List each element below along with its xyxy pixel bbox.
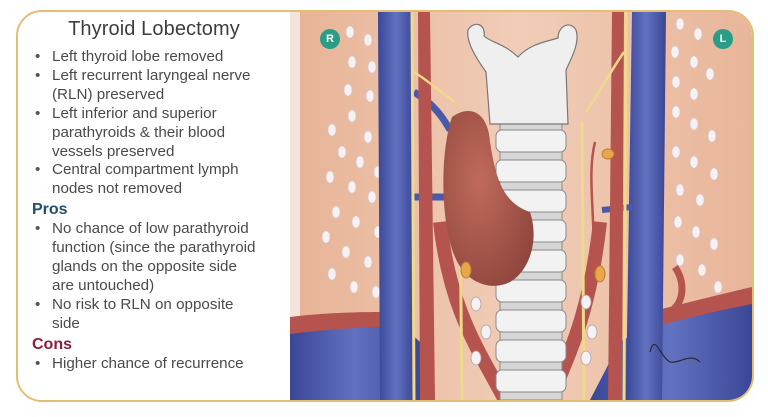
parathyroid-gland [460, 261, 472, 279]
parathyroid-gland [601, 148, 615, 160]
bullet-icon: • [35, 295, 41, 313]
lymph-nodes-right [670, 17, 723, 294]
summary-item: • Central compartment lymph nodes not re… [35, 161, 239, 198]
left-carotid-artery [608, 12, 624, 400]
bullet-icon: • [35, 48, 41, 65]
summary-item: • Left recurrent laryngeal nerve (RLN) p… [35, 66, 251, 103]
text-panel: Thyroid Lobectomy • Left thyroid lobe re… [18, 12, 290, 400]
bullet-icon: • [35, 104, 41, 122]
central-lymph-nodes [470, 294, 598, 366]
pros-item: • No chance of low parathyroid function … [35, 220, 256, 294]
diagram-card: Thyroid Lobectomy • Left thyroid lobe re… [16, 10, 754, 402]
cons-item: • Higher chance of recurrence [35, 354, 244, 372]
bullet-icon: • [35, 161, 41, 179]
right-internal-jugular-vein [378, 12, 414, 400]
parathyroid-gland [594, 265, 606, 283]
neck-anatomy-illustration: R L [290, 12, 752, 400]
bullet-icon: • [35, 220, 41, 238]
diagram-title: Thyroid Lobectomy [68, 18, 240, 40]
summary-item: • Left inferior and superior parathyroid… [35, 104, 226, 160]
thyroid-cartilage [467, 23, 578, 125]
artist-signature [649, 343, 701, 363]
summary-item: • Left thyroid lobe removed [35, 48, 224, 65]
anatomy-svg [290, 12, 752, 400]
left-side-badge: L [713, 29, 733, 49]
pros-item: • No risk to RLN on opposite side [35, 295, 234, 332]
right-thyroid-lobe [443, 110, 534, 286]
bullet-icon: • [35, 354, 41, 372]
pros-heading: Pros [32, 201, 68, 219]
summary-list: • Left thyroid lobe removed • Left recur… [32, 48, 290, 374]
left-internal-jugular-vein [626, 12, 666, 400]
cons-heading: Cons [32, 335, 72, 353]
right-carotid-artery [418, 12, 435, 400]
right-vagus-nerve [410, 12, 416, 400]
right-side-badge: R [320, 29, 340, 49]
bullet-icon: • [35, 66, 41, 84]
